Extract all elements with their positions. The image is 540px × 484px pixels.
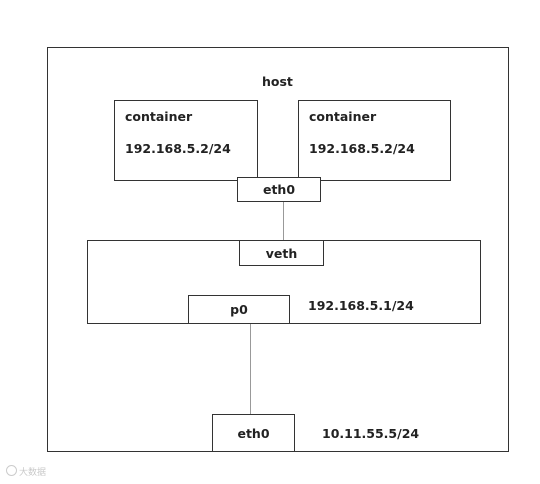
- p0-ip: 192.168.5.1/24: [308, 298, 414, 313]
- container-1-ip: 192.168.5.2/24: [125, 141, 231, 156]
- host-eth0-label: eth0: [237, 425, 270, 441]
- host-eth0-ip: 10.11.55.5/24: [322, 426, 420, 441]
- container-2-ip: 192.168.5.2/24: [309, 141, 415, 156]
- container-1-title: container: [125, 109, 193, 124]
- container-2-title: container: [309, 109, 377, 124]
- veth-label: veth: [265, 245, 298, 261]
- host-eth0-box: eth0: [212, 414, 295, 452]
- watermark: 大数据: [6, 465, 46, 478]
- p0-label: p0: [230, 302, 248, 317]
- link-p0-host-eth0: [250, 324, 251, 415]
- container-eth0-box: eth0: [237, 177, 321, 202]
- host-label: host: [262, 74, 293, 89]
- container-eth0-label: eth0: [262, 182, 296, 197]
- p0-box: p0: [188, 295, 290, 324]
- watermark-text: 大数据: [19, 468, 47, 478]
- watermark-logo-icon: [6, 465, 17, 476]
- container-box-2: [298, 100, 451, 181]
- link-eth0-veth: [283, 202, 284, 241]
- container-box-1: [114, 100, 258, 181]
- veth-box: veth: [239, 240, 324, 266]
